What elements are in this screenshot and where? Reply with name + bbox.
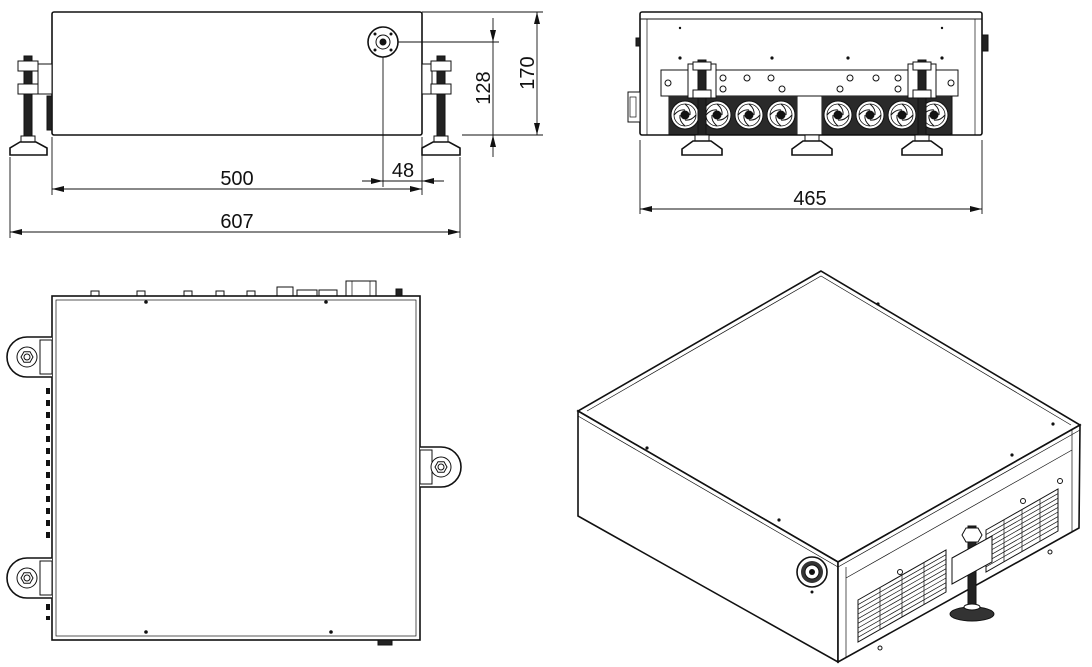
fan-icon (764, 95, 798, 135)
dimension-170-label: 170 (517, 56, 539, 89)
front-right-nub (981, 34, 989, 52)
dimension-128: 128 (473, 18, 496, 157)
fiber-connector-side (367, 26, 399, 58)
front-panel-screws (664, 74, 955, 93)
lifting-eye-left-upper (6, 336, 53, 378)
dimension-607-label: 607 (220, 211, 253, 233)
top-view-rear-components (90, 280, 403, 298)
iso-fiber-connector (796, 556, 828, 594)
front-connector-box (627, 91, 641, 123)
dimension-128-label: 128 (473, 71, 495, 104)
dimension-500-label: 500 (220, 168, 253, 190)
fan-icon (668, 95, 702, 135)
front-screws-upper (678, 26, 944, 60)
side-view-body (51, 11, 423, 136)
front-leveling-foot-right (901, 59, 943, 156)
dimension-500: 500 (52, 168, 422, 192)
iso-top-inner-edge (586, 275, 1072, 426)
lifting-eye-left-lower (6, 557, 53, 599)
fan-icon (853, 95, 887, 135)
side-extension-lines (9, 11, 543, 238)
iso-vent-left (857, 549, 947, 643)
iso-leveling-foot (949, 525, 995, 622)
leveling-foot-left (9, 55, 53, 156)
front-connector-inner (629, 96, 637, 118)
front-leveling-foot-left (681, 59, 723, 156)
fan-group-left (668, 95, 798, 135)
top-view-bottom-connector (377, 639, 393, 646)
dimension-48: 48 (362, 160, 444, 184)
top-view-body (51, 295, 421, 641)
lifting-eye-right (419, 446, 462, 488)
iso-bevel-line (577, 415, 1081, 568)
dimension-48-label: 48 (392, 160, 414, 182)
iso-right-face-screws (877, 478, 1063, 651)
vent-slats (985, 493, 1059, 568)
dimension-465-label: 465 (793, 188, 826, 210)
iso-right-panel-top-line (845, 449, 1073, 579)
iso-vent-right (985, 488, 1059, 573)
fan-icon (885, 95, 919, 135)
top-view-screws (144, 300, 333, 634)
dimension-170: 170 (517, 12, 540, 135)
vent-slats (857, 554, 947, 638)
side-view: 500 48 607 128 170 (9, 11, 543, 238)
top-view-inner-edge (55, 299, 417, 637)
front-leveling-foot-middle (791, 134, 833, 156)
dimension-465: 465 (639, 140, 983, 214)
fan-icon (821, 95, 855, 135)
side-connector-block (46, 95, 53, 131)
fan-group-right (821, 95, 953, 135)
front-view: 465 (627, 11, 989, 214)
fan-icon (732, 95, 766, 135)
leveling-foot-right (421, 55, 461, 156)
iso-top-screws (645, 302, 1055, 522)
front-left-nub (635, 37, 641, 47)
top-view (6, 280, 462, 646)
isometric-view (576, 270, 1082, 664)
dimension-607: 607 (10, 211, 460, 235)
